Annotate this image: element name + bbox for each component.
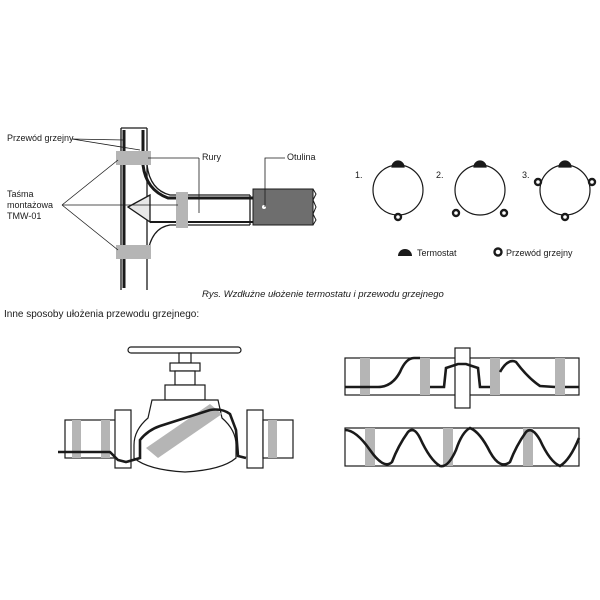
lower-pipe-tapes <box>365 428 533 466</box>
mounting-tape-label-line1: Taśma <box>7 189 34 199</box>
pipes-label: Rury <box>202 152 222 162</box>
leader-lines <box>61 138 285 251</box>
mounting-tape-label-line2: montażowa <box>7 200 54 210</box>
figure-caption: Rys. Wzdłużne ułożenie termostatu i prze… <box>202 289 444 300</box>
valve-tapes <box>72 404 277 458</box>
thermostat-legend-icon <box>398 249 412 256</box>
cross-section-3 <box>533 160 597 222</box>
mounting-tapes <box>116 151 188 259</box>
upper-pipe-cable <box>345 356 579 389</box>
heating-cable-legend-icon <box>493 247 503 257</box>
spiral-cable <box>344 426 581 468</box>
thermostat-legend-label: Termostat <box>417 248 457 258</box>
cross-section-1 <box>372 160 424 222</box>
variant-2-label: 2. <box>436 170 444 180</box>
variant-3-label: 3. <box>522 170 530 180</box>
pipe-with-loop <box>344 347 580 409</box>
heating-cable-legend-label: Przewód grzejny <box>506 248 573 258</box>
cross-section-2 <box>451 160 509 218</box>
valve-heating-cable <box>58 408 247 464</box>
heating-cable-label: Przewód grzejny <box>7 133 74 143</box>
upper-pipe-tapes <box>360 358 565 395</box>
insulation-label: Otulina <box>287 152 316 162</box>
variant-1-label: 1. <box>355 170 363 180</box>
mounting-tape-label-line3: TMW-01 <box>7 211 42 221</box>
other-methods-heading: Inne sposoby ułożenia przewodu grzejnego… <box>4 309 200 320</box>
